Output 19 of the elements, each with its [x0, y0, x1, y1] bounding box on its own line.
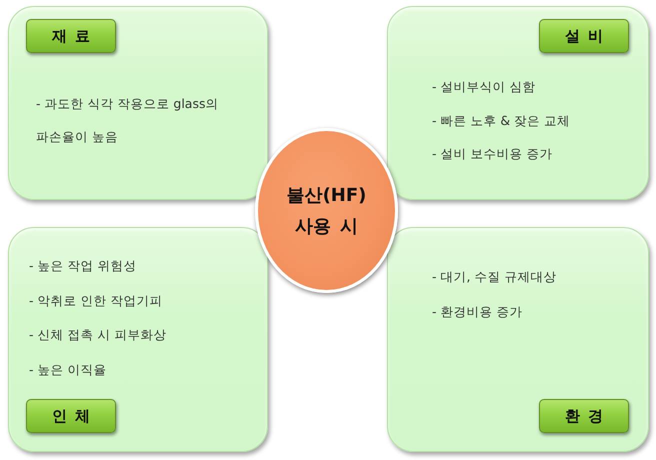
info-panel — [387, 227, 649, 452]
bullet-text: - 악취로 인한 작업기피 — [29, 292, 164, 310]
info-panel — [8, 6, 268, 200]
bullet-text: - 신체 접촉 시 피부화상 — [29, 326, 168, 344]
category-label: 환 경 — [539, 399, 629, 433]
bullet-text: - 대기, 수질 규제대상 — [432, 268, 558, 286]
bullet-text: - 설비 보수비용 증가 — [432, 145, 554, 163]
bullet-text: - 설비부식이 심함 — [432, 78, 536, 96]
info-panel — [387, 6, 649, 200]
bullet-text: - 높은 이직율 — [29, 360, 108, 378]
topic-circle: 불산(HF) 사용 시 — [255, 128, 398, 293]
bullet-text: - 빠른 노후 & 잦은 교체 — [432, 112, 572, 130]
bullet-text: - 과도한 식각 작용으로 glass의 파손율이 높음 — [36, 95, 220, 146]
bullet-text: - 높은 작업 위험성 — [29, 257, 138, 275]
bullet-text: - 환경비용 증가 — [432, 303, 524, 321]
category-label: 설 비 — [539, 19, 629, 53]
category-label: 재 료 — [26, 19, 116, 53]
category-label: 인 체 — [26, 399, 116, 433]
info-panel — [8, 227, 268, 452]
